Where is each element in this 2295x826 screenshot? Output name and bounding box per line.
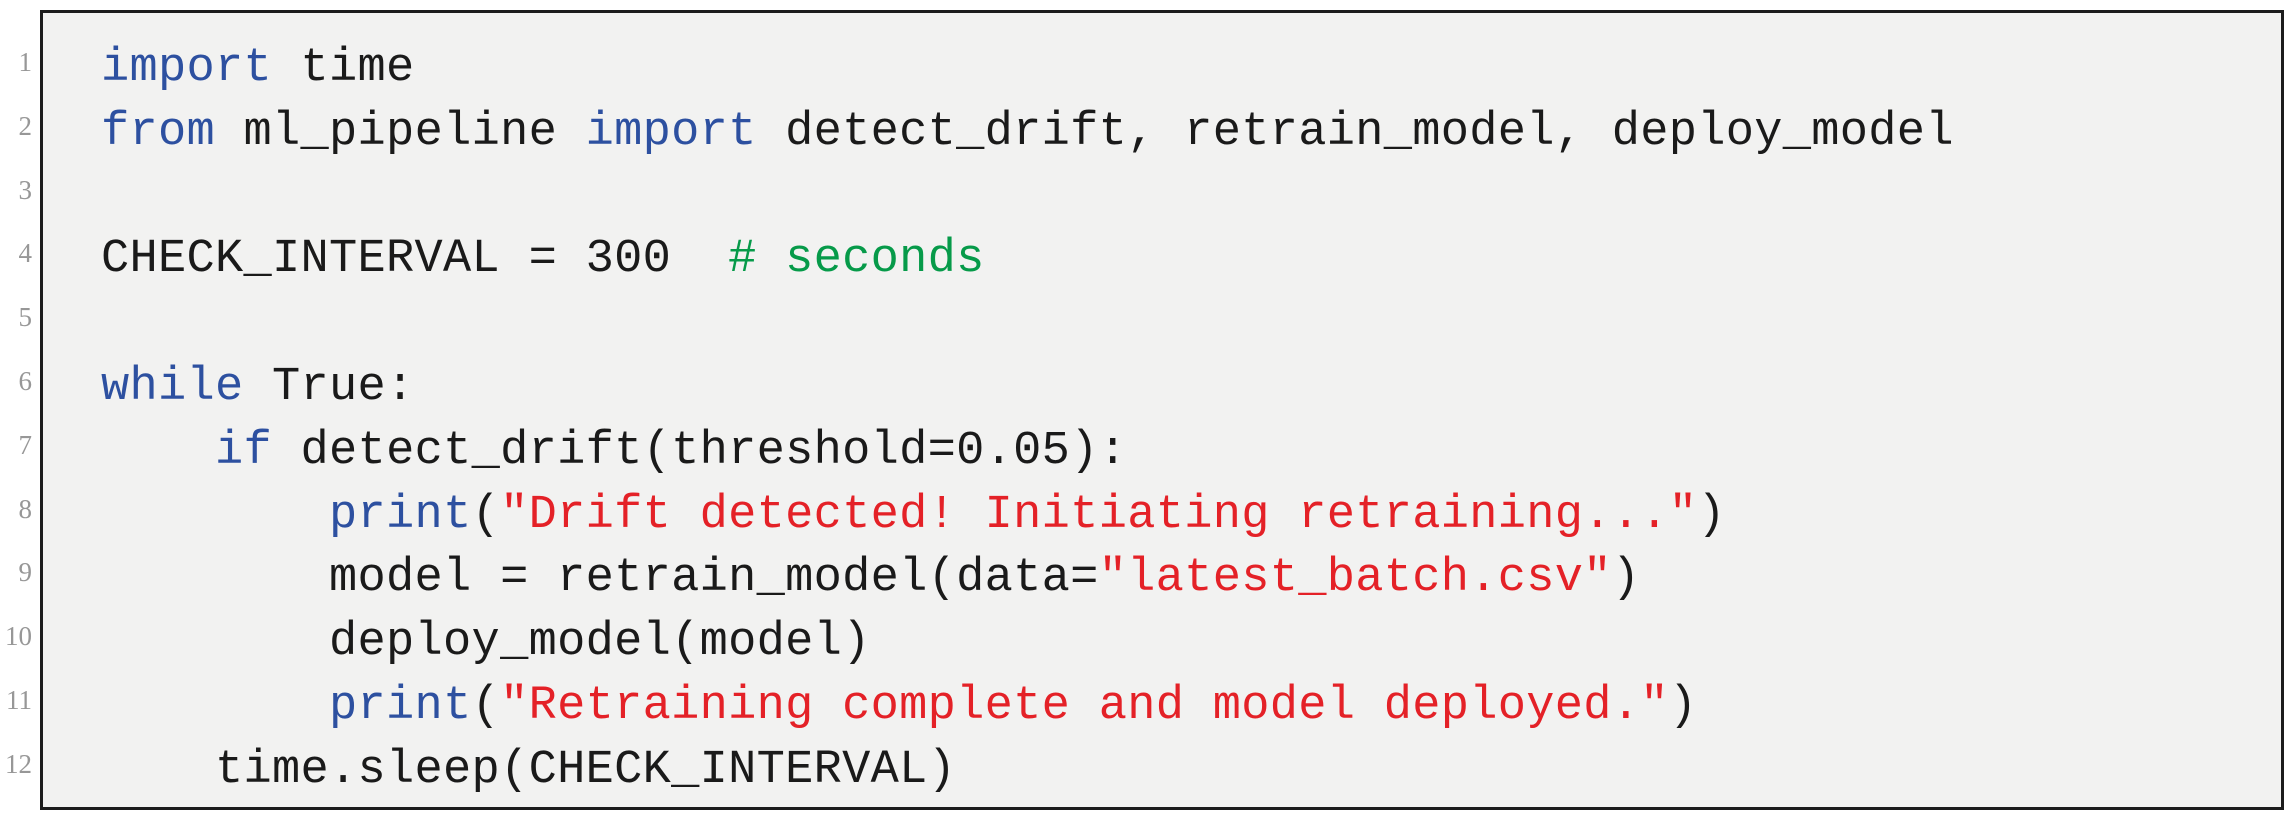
line-number: 5: [18, 302, 33, 333]
code-line: if detect_drift(threshold=0.05):: [101, 420, 1954, 484]
code-token-plain: model = retrain_model(data=: [101, 552, 1099, 606]
code-token-plain: (: [471, 679, 501, 733]
line-number: 11: [6, 684, 32, 715]
code-token-string: "Retraining complete and model deployed.…: [500, 679, 1669, 733]
line-number: 10: [5, 621, 32, 652]
code-token-keyword: while: [101, 360, 244, 414]
line-number: 2: [18, 110, 33, 141]
code-line: deploy_model(model): [101, 611, 1954, 675]
line-number: 1: [18, 47, 33, 77]
code-line: import time: [101, 37, 1954, 101]
code-token-plain: ): [1668, 679, 1698, 733]
code-token-keyword: import: [101, 42, 273, 95]
code-token-plain: CHECK_INTERVAL = 300: [101, 233, 729, 287]
code-line: while True:: [101, 356, 1954, 420]
code-token-plain: (: [471, 488, 501, 542]
code-token-keyword: if: [215, 424, 273, 478]
code-token-plain: deploy_model(model): [101, 616, 871, 670]
code-token-plain: detect_drift, retrain_model, deploy_mode…: [756, 105, 1954, 159]
code-token-plain: [101, 489, 329, 542]
code-token-plain: time.sleep(CHECK_INTERVAL): [101, 743, 957, 797]
line-number: 3: [18, 174, 33, 205]
code-token-plain: detect_drift(threshold=0.05):: [272, 424, 1128, 478]
code-line: [101, 165, 1954, 229]
code-token-plain: ): [1697, 488, 1726, 542]
line-number: 4: [18, 238, 33, 269]
code-line: [101, 292, 1954, 356]
code-token-plain: [101, 425, 215, 478]
code-token-string: "latest_batch.csv": [1098, 552, 1612, 606]
code-line: model = retrain_model(data="latest_batch…: [101, 547, 1954, 611]
code-token-plain: [101, 680, 329, 733]
code-token-plain: True:: [243, 360, 415, 414]
line-number: 12: [5, 748, 32, 779]
code-line: print("Drift detected! Initiating retrai…: [101, 484, 1954, 548]
code-line: CHECK_INTERVAL = 300 # seconds: [101, 228, 1954, 292]
code-token-keyword: print: [329, 488, 472, 542]
code-token-plain: time: [272, 42, 415, 95]
code-line: time.sleep(CHECK_INTERVAL): [101, 739, 1954, 803]
code-token-comment: # seconds: [728, 233, 985, 287]
code-line: from ml_pipeline import detect_drift, re…: [101, 101, 1954, 165]
code-token-keyword: import: [585, 105, 757, 159]
code-line: print("Retraining complete and model dep…: [101, 675, 1954, 739]
code-token-plain: ): [1611, 552, 1641, 606]
code-token-string: "Drift detected! Initiating retraining..…: [500, 488, 1698, 542]
line-number: 8: [18, 493, 33, 524]
line-number: 9: [18, 557, 33, 588]
code-token-keyword: print: [329, 679, 472, 733]
line-number: 6: [18, 365, 33, 396]
code-token-plain: ml_pipeline: [215, 105, 586, 159]
line-number: 7: [18, 429, 33, 460]
code-token-keyword: from: [101, 105, 216, 159]
